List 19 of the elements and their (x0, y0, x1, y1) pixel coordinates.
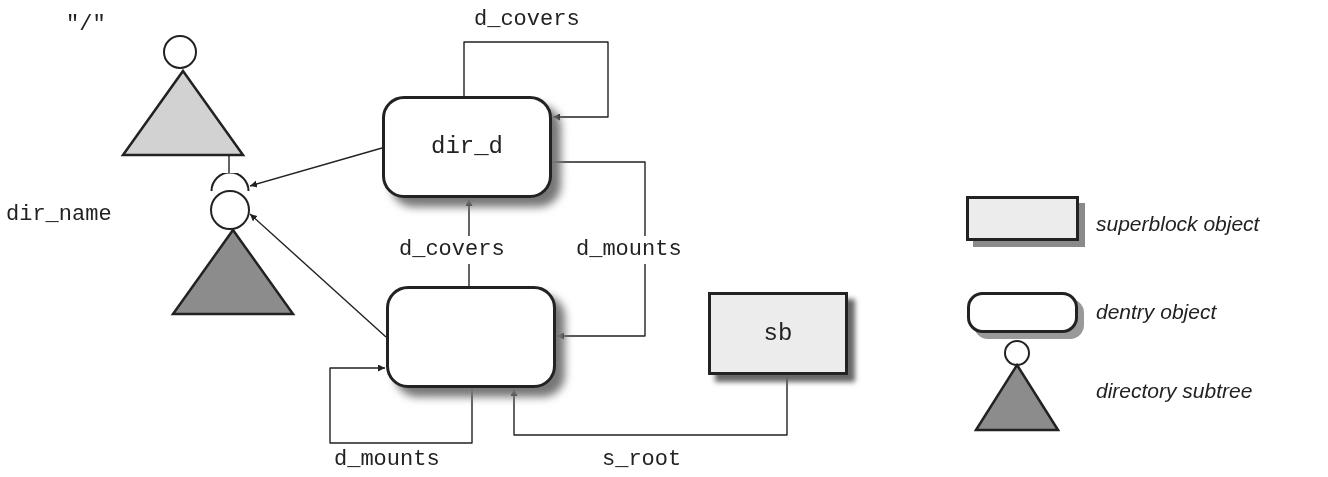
dentry-box (382, 96, 552, 198)
subtree-triangle (172, 229, 294, 315)
arrow (249, 147, 383, 188)
legend-label: directory subtree (1096, 378, 1253, 404)
text-label: dir_name (6, 201, 112, 229)
arrow (551, 161, 646, 340)
arrow (249, 213, 387, 338)
legend-label: superblock object (1096, 211, 1260, 237)
node-label: dir_d (431, 132, 503, 162)
node-label: sb (763, 318, 793, 349)
dentry-box (386, 286, 556, 388)
node-caption: "/" (66, 11, 106, 39)
arrow (510, 374, 788, 436)
arrow (463, 41, 609, 121)
subtree-triangle (122, 70, 244, 156)
arrow (329, 364, 473, 444)
superblock-box (708, 292, 848, 375)
legend-label: dentry object (1096, 299, 1217, 325)
connector-line (228, 155, 230, 174)
